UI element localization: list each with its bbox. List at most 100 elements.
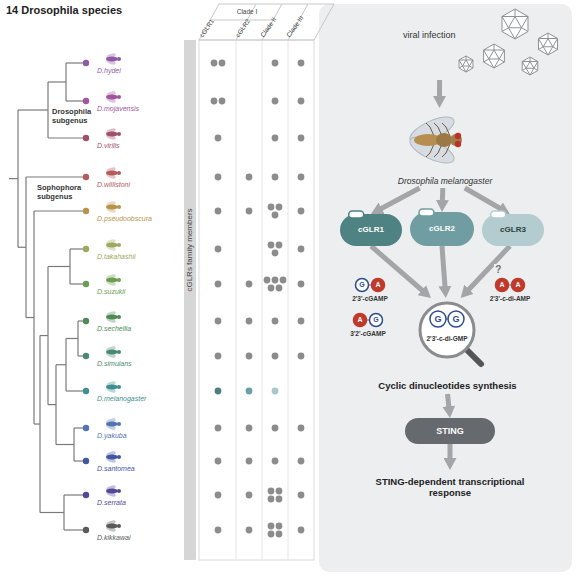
shape — [74, 460, 84, 461]
gene-dot — [298, 353, 305, 360]
shape — [106, 385, 118, 390]
shape — [484, 59, 489, 62]
shape — [489, 50, 499, 59]
flow-arrow — [465, 188, 503, 210]
shape — [106, 315, 118, 320]
tip-dot — [83, 353, 89, 359]
shape — [74, 427, 84, 428]
shape — [494, 44, 495, 50]
shape — [64, 529, 84, 530]
species-name: D.pseudoobscura — [97, 215, 152, 223]
gene-dot — [272, 212, 279, 219]
grid-line — [262, 40, 263, 560]
fly-icon — [106, 450, 121, 463]
gene-dot — [215, 527, 222, 534]
shape — [48, 81, 66, 82]
shape — [515, 28, 521, 39]
nucleotide-badge — [512, 279, 525, 292]
shape-fill — [340, 214, 402, 246]
node-text: STING — [436, 426, 464, 437]
shape — [543, 47, 548, 55]
shape — [117, 95, 121, 99]
shape — [526, 62, 534, 69]
gene-dot — [215, 388, 222, 395]
nucleotide-letter: A — [499, 281, 504, 289]
gene-dot — [276, 488, 283, 495]
shape — [106, 350, 118, 355]
tip-dot — [83, 281, 89, 287]
shape — [515, 9, 516, 17]
column-header: cGLR1 — [198, 17, 216, 38]
tip-dot — [83, 208, 89, 214]
shape — [106, 95, 118, 100]
shape — [66, 390, 84, 391]
magnifier-handle — [466, 349, 481, 364]
virus-icon — [522, 57, 538, 75]
virus-icon — [459, 56, 473, 72]
title: 14 Drosophila species — [6, 4, 122, 17]
shape — [106, 524, 118, 529]
shape — [534, 62, 538, 69]
species-name: D.hydei — [97, 67, 121, 75]
gene-dot — [272, 458, 279, 465]
shape — [548, 33, 549, 39]
nucleotide-badge — [356, 279, 369, 292]
node-text: cGLR3 — [500, 225, 526, 235]
shape — [494, 50, 504, 51]
nucleotide-letter: G — [359, 281, 364, 289]
nucleotide-badge — [354, 314, 367, 327]
shape — [522, 68, 526, 70]
shape — [455, 133, 461, 139]
column-header: Clade III — [285, 14, 305, 38]
nucleotide-letter: A — [357, 316, 362, 324]
shape — [56, 364, 66, 365]
shape — [117, 132, 121, 136]
gene-dot — [268, 242, 275, 249]
nucleotide-badge — [430, 311, 446, 327]
gene-dot — [272, 277, 279, 284]
gene-dot — [298, 174, 305, 181]
species-name: D.melanogaster — [97, 395, 146, 403]
shape — [106, 455, 118, 460]
shape — [106, 205, 118, 210]
process-panel — [319, 4, 572, 572]
gene-dot — [268, 496, 275, 503]
molecule-name: 3'2'-cGAMP — [350, 330, 386, 337]
gene-dot — [215, 458, 222, 465]
gene-dot — [211, 60, 218, 67]
gene-dot — [246, 208, 253, 215]
shape — [484, 44, 505, 68]
shape — [538, 39, 543, 47]
species-name: D.suzukii — [97, 288, 125, 296]
fly-icon — [106, 417, 121, 430]
node-text: Cyclic dinucleotides synthesis — [378, 380, 516, 391]
tip-dot — [83, 135, 89, 141]
shape — [34, 423, 40, 424]
shape-lid — [491, 211, 506, 218]
gene-dot — [246, 318, 253, 325]
gene-dot — [219, 60, 226, 67]
shape — [40, 512, 64, 513]
gene-dot — [246, 174, 253, 181]
virus-icon — [538, 33, 557, 55]
fly-icon — [106, 166, 121, 179]
shape — [26, 176, 84, 177]
fly-icon — [106, 345, 121, 358]
gene-dot — [215, 492, 222, 499]
species-name: D.serrata — [97, 499, 126, 507]
shape — [70, 283, 84, 284]
shape — [534, 68, 538, 70]
shape — [494, 59, 499, 68]
flow-arrow — [371, 246, 425, 293]
shape — [48, 404, 56, 405]
column-header: Clade II — [259, 15, 278, 38]
nucleotide-badge — [370, 314, 383, 327]
shape — [538, 47, 543, 50]
outcome-label: STING-dependent transcriptional response — [368, 470, 532, 504]
gene-dot — [280, 277, 287, 284]
species-name: D.santomea — [97, 465, 135, 473]
shape — [199, 40, 314, 41]
gene-dot — [298, 60, 305, 67]
nucleotide-badge — [372, 279, 385, 292]
node-text: cGLR2 — [429, 224, 455, 234]
